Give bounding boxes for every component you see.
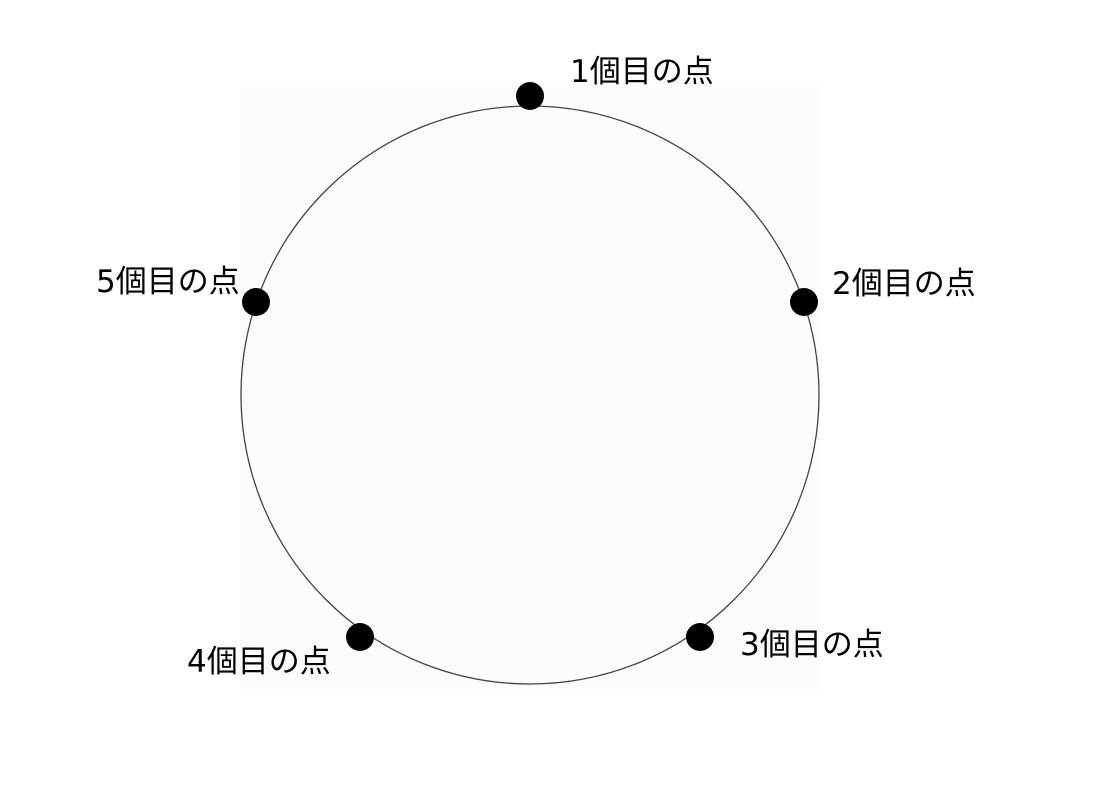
point-5-label: 5個目の点 [96, 264, 240, 300]
point-4-label: 4個目の点 [187, 644, 331, 680]
point-1 [516, 82, 544, 110]
circle-outline [240, 105, 820, 685]
point-1-label: 1個目の点 [570, 54, 714, 90]
point-5 [242, 288, 270, 316]
point-3-label: 3個目の点 [740, 627, 884, 663]
point-3 [686, 623, 714, 651]
diagram-background [240, 82, 820, 694]
point-4 [346, 623, 374, 651]
point-2 [790, 288, 818, 316]
point-2-label: 2個目の点 [832, 266, 976, 302]
